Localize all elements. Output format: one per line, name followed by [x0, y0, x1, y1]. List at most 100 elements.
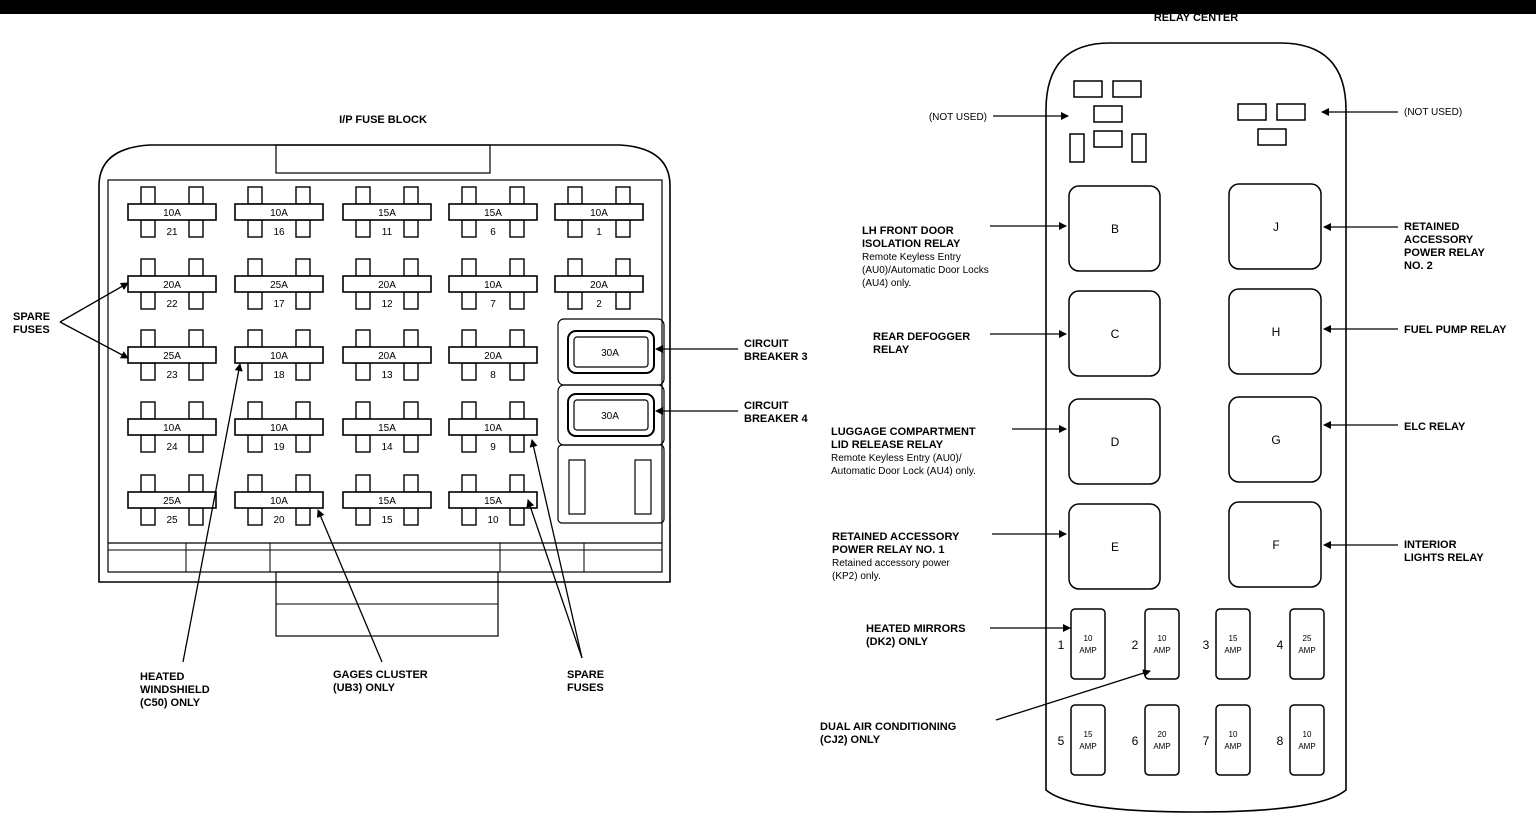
relay-d: D	[1068, 398, 1161, 485]
mini-fuse-unit: AMP	[1298, 646, 1315, 655]
mini-fuse-number: 8	[1277, 734, 1284, 748]
fuse-rating: 20A	[378, 351, 396, 362]
fuse-rating: 10A	[270, 496, 288, 507]
relay-e: E	[1068, 503, 1161, 590]
fuse-body	[127, 491, 217, 509]
fuse-rating: 10A	[270, 208, 288, 219]
fuse-number: 14	[381, 442, 393, 453]
fuse-rating: 15A	[378, 496, 396, 507]
mini-fuse-number: 5	[1058, 734, 1065, 748]
relay-letter: J	[1273, 220, 1279, 234]
fuse-number: 18	[273, 370, 285, 381]
fuse: 10A 20	[234, 474, 324, 526]
fuse-number: 21	[166, 227, 178, 238]
fuse-number: 7	[490, 299, 496, 310]
relay-g-label: ELC RELAY	[1404, 421, 1466, 433]
relay-center-callouts	[990, 108, 1398, 721]
fuse: 15A 14	[342, 401, 432, 453]
fuse-rating: 10A	[484, 280, 502, 291]
fuse: 10A 7	[448, 258, 538, 310]
relay-letter: H	[1272, 325, 1281, 339]
fuse-body	[554, 275, 644, 293]
fuse-rating: 15A	[378, 208, 396, 219]
fuse-rating: 10A	[590, 208, 608, 219]
fuse-rating: 25A	[163, 351, 181, 362]
heated-mirrors-label: HEATED MIRRORS (DK2) ONLY	[866, 623, 968, 648]
fuse-number: 15	[381, 515, 393, 526]
fuse-rating: 15A	[484, 208, 502, 219]
mini-fuse-unit: AMP	[1224, 646, 1241, 655]
fuse-rating: 15A	[484, 496, 502, 507]
mini-fuse-value: 10	[1229, 730, 1238, 739]
fuse-number: 20	[273, 515, 285, 526]
relay-letter: C	[1111, 327, 1120, 341]
mini-fuse-number: 7	[1203, 734, 1210, 748]
relay-h: H	[1228, 288, 1322, 375]
spare-fuses-left-label: SPARE FUSES	[13, 311, 53, 336]
mini-fuse-number: 6	[1132, 734, 1139, 748]
fuse: 10A 1	[554, 186, 644, 238]
mini-fuse-number: 4	[1277, 638, 1284, 652]
fuse: 15A 10	[448, 474, 538, 526]
fuse-body	[234, 346, 324, 364]
breaker-4-rating: 30A	[601, 411, 619, 422]
mini-fuse-unit: AMP	[1153, 646, 1170, 655]
circuit-breaker-4-label: CIRCUIT BREAKER 4	[744, 400, 808, 425]
fuse-body	[448, 418, 538, 436]
fuse-number: 19	[273, 442, 285, 453]
circuit-breakers: 30A 30A	[567, 330, 655, 437]
mini-fuse-unit: AMP	[1079, 742, 1096, 751]
fuse-body	[342, 203, 432, 221]
fuse-body	[448, 203, 538, 221]
fuse-number: 16	[273, 227, 285, 238]
fuse-rating: 15A	[378, 423, 396, 434]
fuse-body	[342, 275, 432, 293]
fuse-number: 10	[487, 515, 499, 526]
fuse-body	[554, 203, 644, 221]
fuse-body	[127, 203, 217, 221]
fuse-body	[448, 346, 538, 364]
fuse-number: 24	[166, 442, 178, 453]
fuse-rating: 10A	[270, 423, 288, 434]
fuse-number: 9	[490, 442, 496, 453]
breaker-3-rating: 30A	[601, 348, 619, 359]
fuse-body	[234, 275, 324, 293]
dual-air-label: DUAL AIR CONDITIONING (CJ2) ONLY	[820, 721, 959, 746]
fuse-rating: 20A	[590, 280, 608, 291]
mini-fuse-value: 15	[1229, 634, 1238, 643]
circuit-breaker-3-label: CIRCUIT BREAKER 3	[744, 338, 808, 363]
fuse: 15A 15	[342, 474, 432, 526]
fuse-number: 13	[381, 370, 393, 381]
relay-letter: D	[1111, 435, 1120, 449]
fuse-rating: 10A	[270, 351, 288, 362]
fuse-rating: 25A	[163, 496, 181, 507]
fuse-block-title: I/P FUSE BLOCK	[339, 114, 427, 126]
spare-fuses-right-label: SPARE FUSES	[567, 669, 607, 694]
relay-f: F	[1228, 501, 1322, 588]
mini-fuse-value: 10	[1158, 634, 1167, 643]
fuse-number: 17	[273, 299, 285, 310]
heated-windshield-label: HEATED WINDSHIELD (C50) ONLY	[140, 671, 213, 709]
relay-j: J	[1228, 183, 1322, 270]
fuse-block-callouts	[59, 282, 738, 663]
relay-letter: E	[1111, 540, 1119, 554]
fuse-number: 1	[596, 227, 602, 238]
fuse-rating: 20A	[484, 351, 502, 362]
mini-fuse-unit: AMP	[1079, 646, 1096, 655]
fuse-body	[234, 418, 324, 436]
